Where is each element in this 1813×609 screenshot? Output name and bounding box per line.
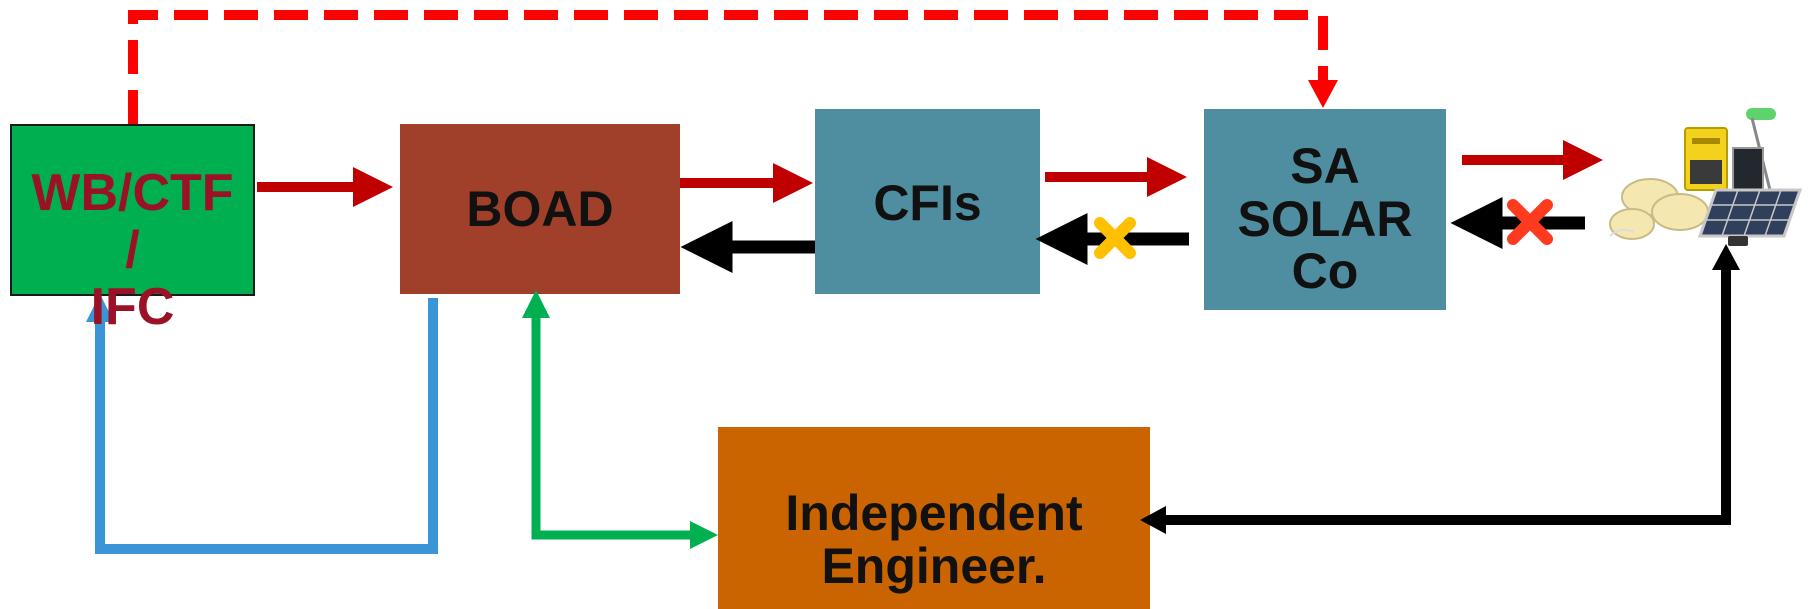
wb-ctf-ifc-label: WB/CTF / IFC xyxy=(31,164,234,337)
blue-arrow-head xyxy=(86,294,114,322)
arrow-head-to-kit xyxy=(1712,244,1740,270)
sa-solar-co-label: SA SOLAR Co xyxy=(1237,138,1413,299)
green-head-up xyxy=(522,290,550,318)
solar-home-system-image xyxy=(1609,108,1803,246)
red-x-icon xyxy=(1507,199,1553,245)
dashed-arrow-wb-to-sa xyxy=(128,10,1328,124)
arrow-boad-ie xyxy=(531,316,696,540)
green-head-right xyxy=(690,521,718,549)
sa-solar-co-box xyxy=(1204,109,1446,310)
independent-engineer-box xyxy=(718,427,1150,609)
independent-engineer-label: Independent Engineer. xyxy=(785,485,1083,594)
boad-label: BOAD xyxy=(466,181,614,237)
connector-ie-kit xyxy=(1150,268,1731,525)
dashed-arrow-head xyxy=(1308,80,1338,108)
arrow-head-to-ie xyxy=(1140,506,1166,534)
yellow-x-icon xyxy=(1094,217,1136,259)
wb-ctf-ifc-box xyxy=(10,124,255,296)
arrow-boad-to-wb xyxy=(95,298,438,554)
cfis-box xyxy=(815,109,1040,294)
boad-box xyxy=(400,124,680,294)
cfis-label: CFIs xyxy=(873,175,982,231)
